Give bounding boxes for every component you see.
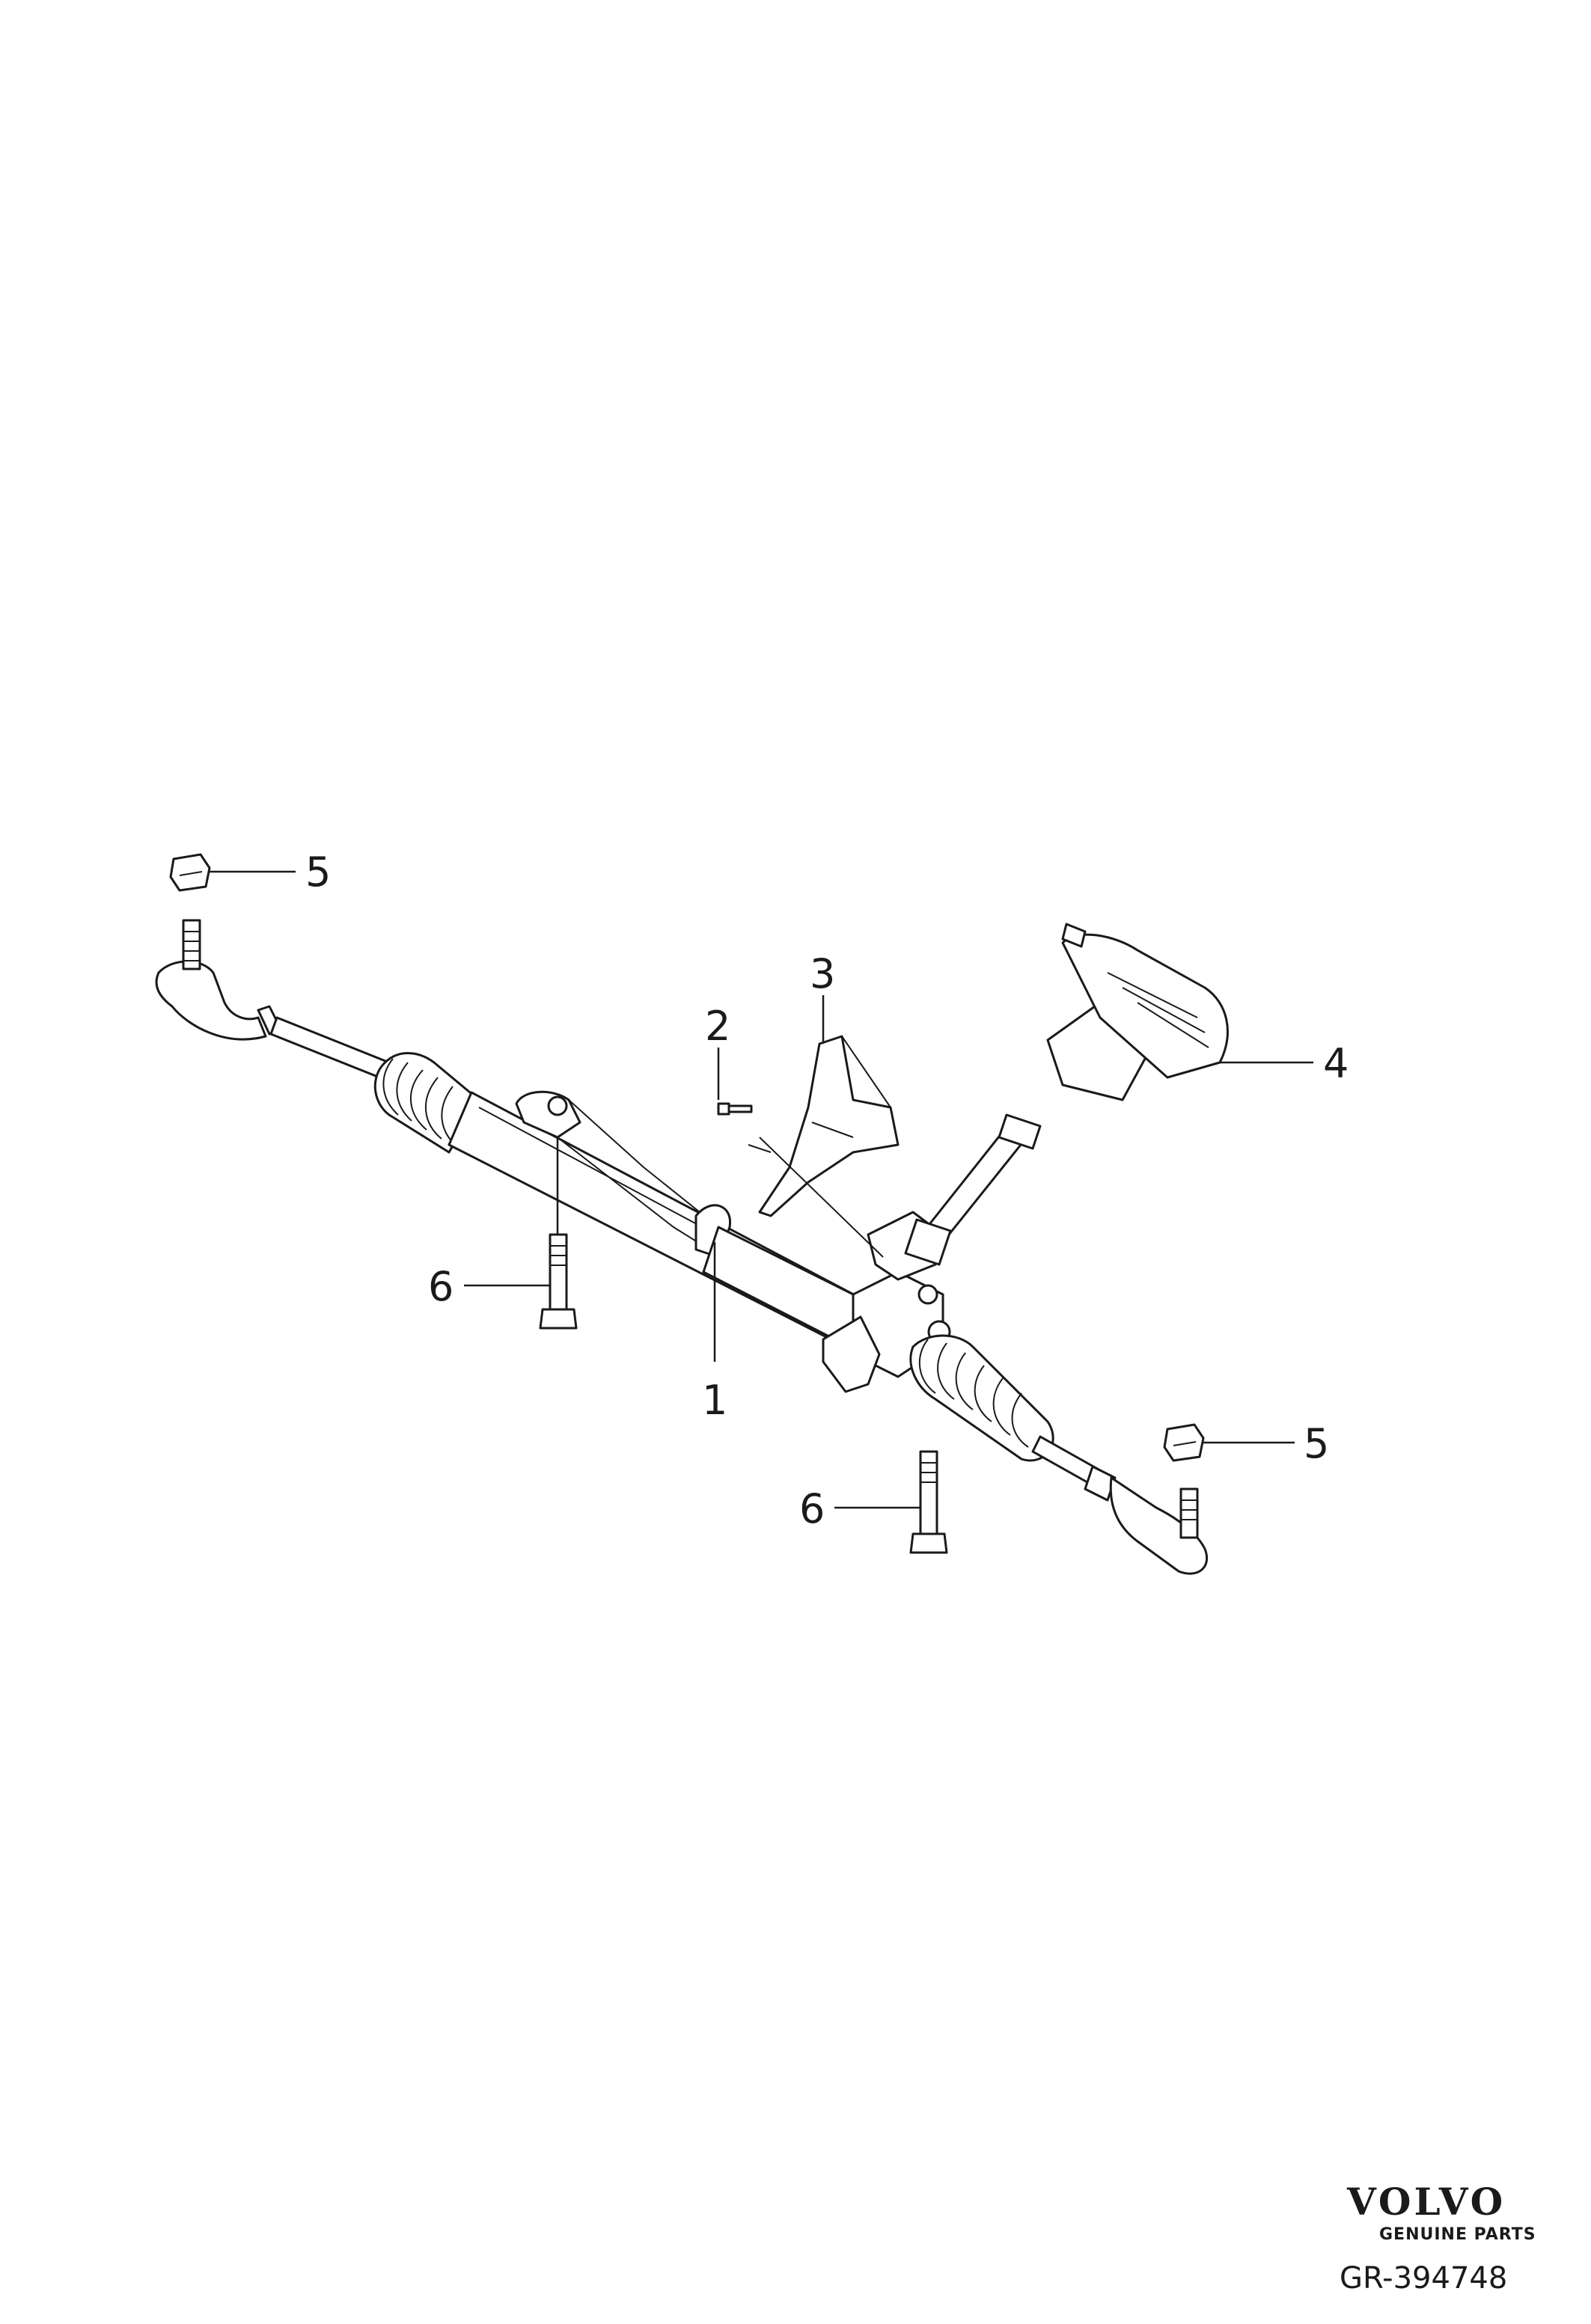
diagram-reference: GR-394748 <box>1340 2261 1507 2296</box>
genuine-parts-tagline: GENUINE PARTS <box>1379 2225 1536 2244</box>
bolt-left <box>539 1233 578 1330</box>
heat-shield <box>758 1035 900 1217</box>
bolt-bottom <box>909 1450 948 1554</box>
callout-5-right: 5 <box>1304 1420 1329 1467</box>
callout-2: 2 <box>705 1003 730 1050</box>
nut-right <box>1163 1423 1205 1462</box>
callout-6-left: 6 <box>428 1263 454 1310</box>
column-collar <box>1046 923 1229 1101</box>
steering-rack-assembly <box>155 919 1208 1575</box>
intermediate-shaft <box>904 1113 1042 1266</box>
callout-6-bottom: 6 <box>799 1485 825 1532</box>
callout-1: 1 <box>702 1377 727 1424</box>
callout-5-top: 5 <box>305 848 331 896</box>
callout-4: 4 <box>1323 1040 1349 1087</box>
screw <box>717 1102 753 1116</box>
nut-top-left <box>169 853 211 892</box>
volvo-logo: VOLVO <box>1346 2180 1506 2224</box>
leader-lines <box>210 870 1313 1509</box>
callout-3: 3 <box>810 950 835 997</box>
